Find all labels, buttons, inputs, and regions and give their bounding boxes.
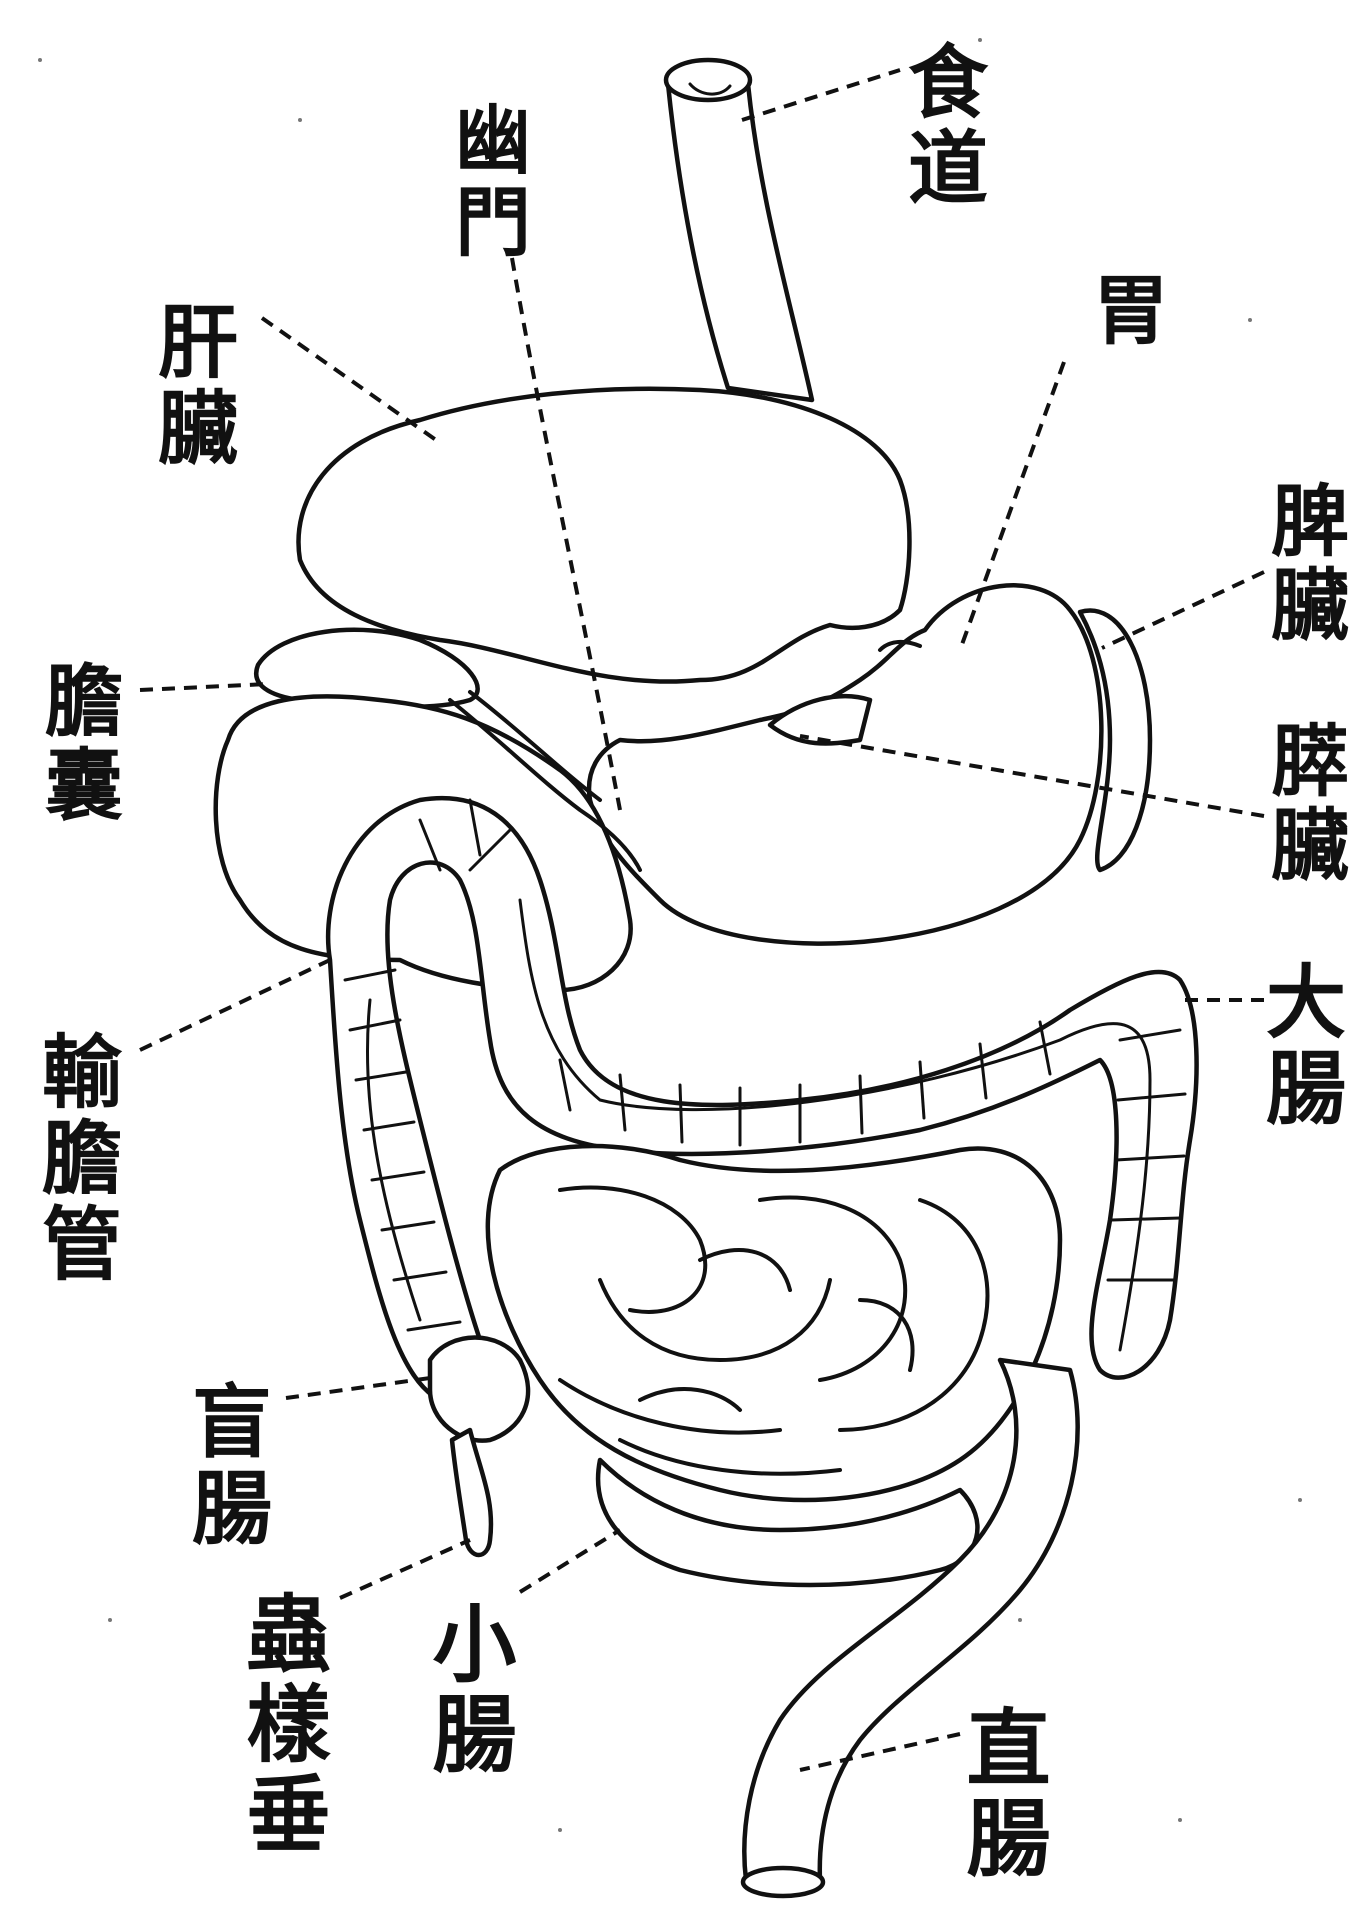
cecum-organ: [430, 1338, 528, 1441]
leader-cecum: [286, 1378, 430, 1398]
small-intestine-organ: [488, 1146, 1060, 1500]
leader-gallbladder: [140, 684, 268, 690]
rectum-opening: [743, 1868, 823, 1896]
label-appendix: 蟲樣垂: [240, 1590, 324, 1860]
label-pylorus: 幽門: [448, 100, 524, 264]
label-esophagus: 食道: [902, 40, 982, 212]
leader-small-intestine: [520, 1530, 620, 1592]
leader-liver: [262, 318, 436, 440]
pancreas-organ: [770, 696, 870, 743]
leader-esophagus: [742, 70, 900, 120]
label-spleen: 脾臟: [1264, 480, 1342, 648]
label-large-intestine: 大腸: [1260, 960, 1340, 1132]
label-rectum: 直腸: [960, 1704, 1044, 1884]
leader-bile-duct: [140, 960, 330, 1050]
appendix-organ: [452, 1430, 491, 1555]
label-bile-duct: 輸膽管: [36, 1030, 116, 1288]
label-small-intestine: 小腸: [426, 1600, 510, 1780]
label-liver: 肝臟: [152, 300, 232, 472]
label-gallbladder: 膽囊: [38, 660, 116, 828]
label-pancreas: 膵臟: [1264, 720, 1342, 888]
esophagus-tube: [668, 84, 812, 400]
label-cecum: 盲腸: [186, 1380, 266, 1552]
label-stomach: 胃: [1086, 270, 1162, 352]
leader-appendix: [340, 1540, 470, 1598]
esophagus-organ: [666, 60, 812, 400]
